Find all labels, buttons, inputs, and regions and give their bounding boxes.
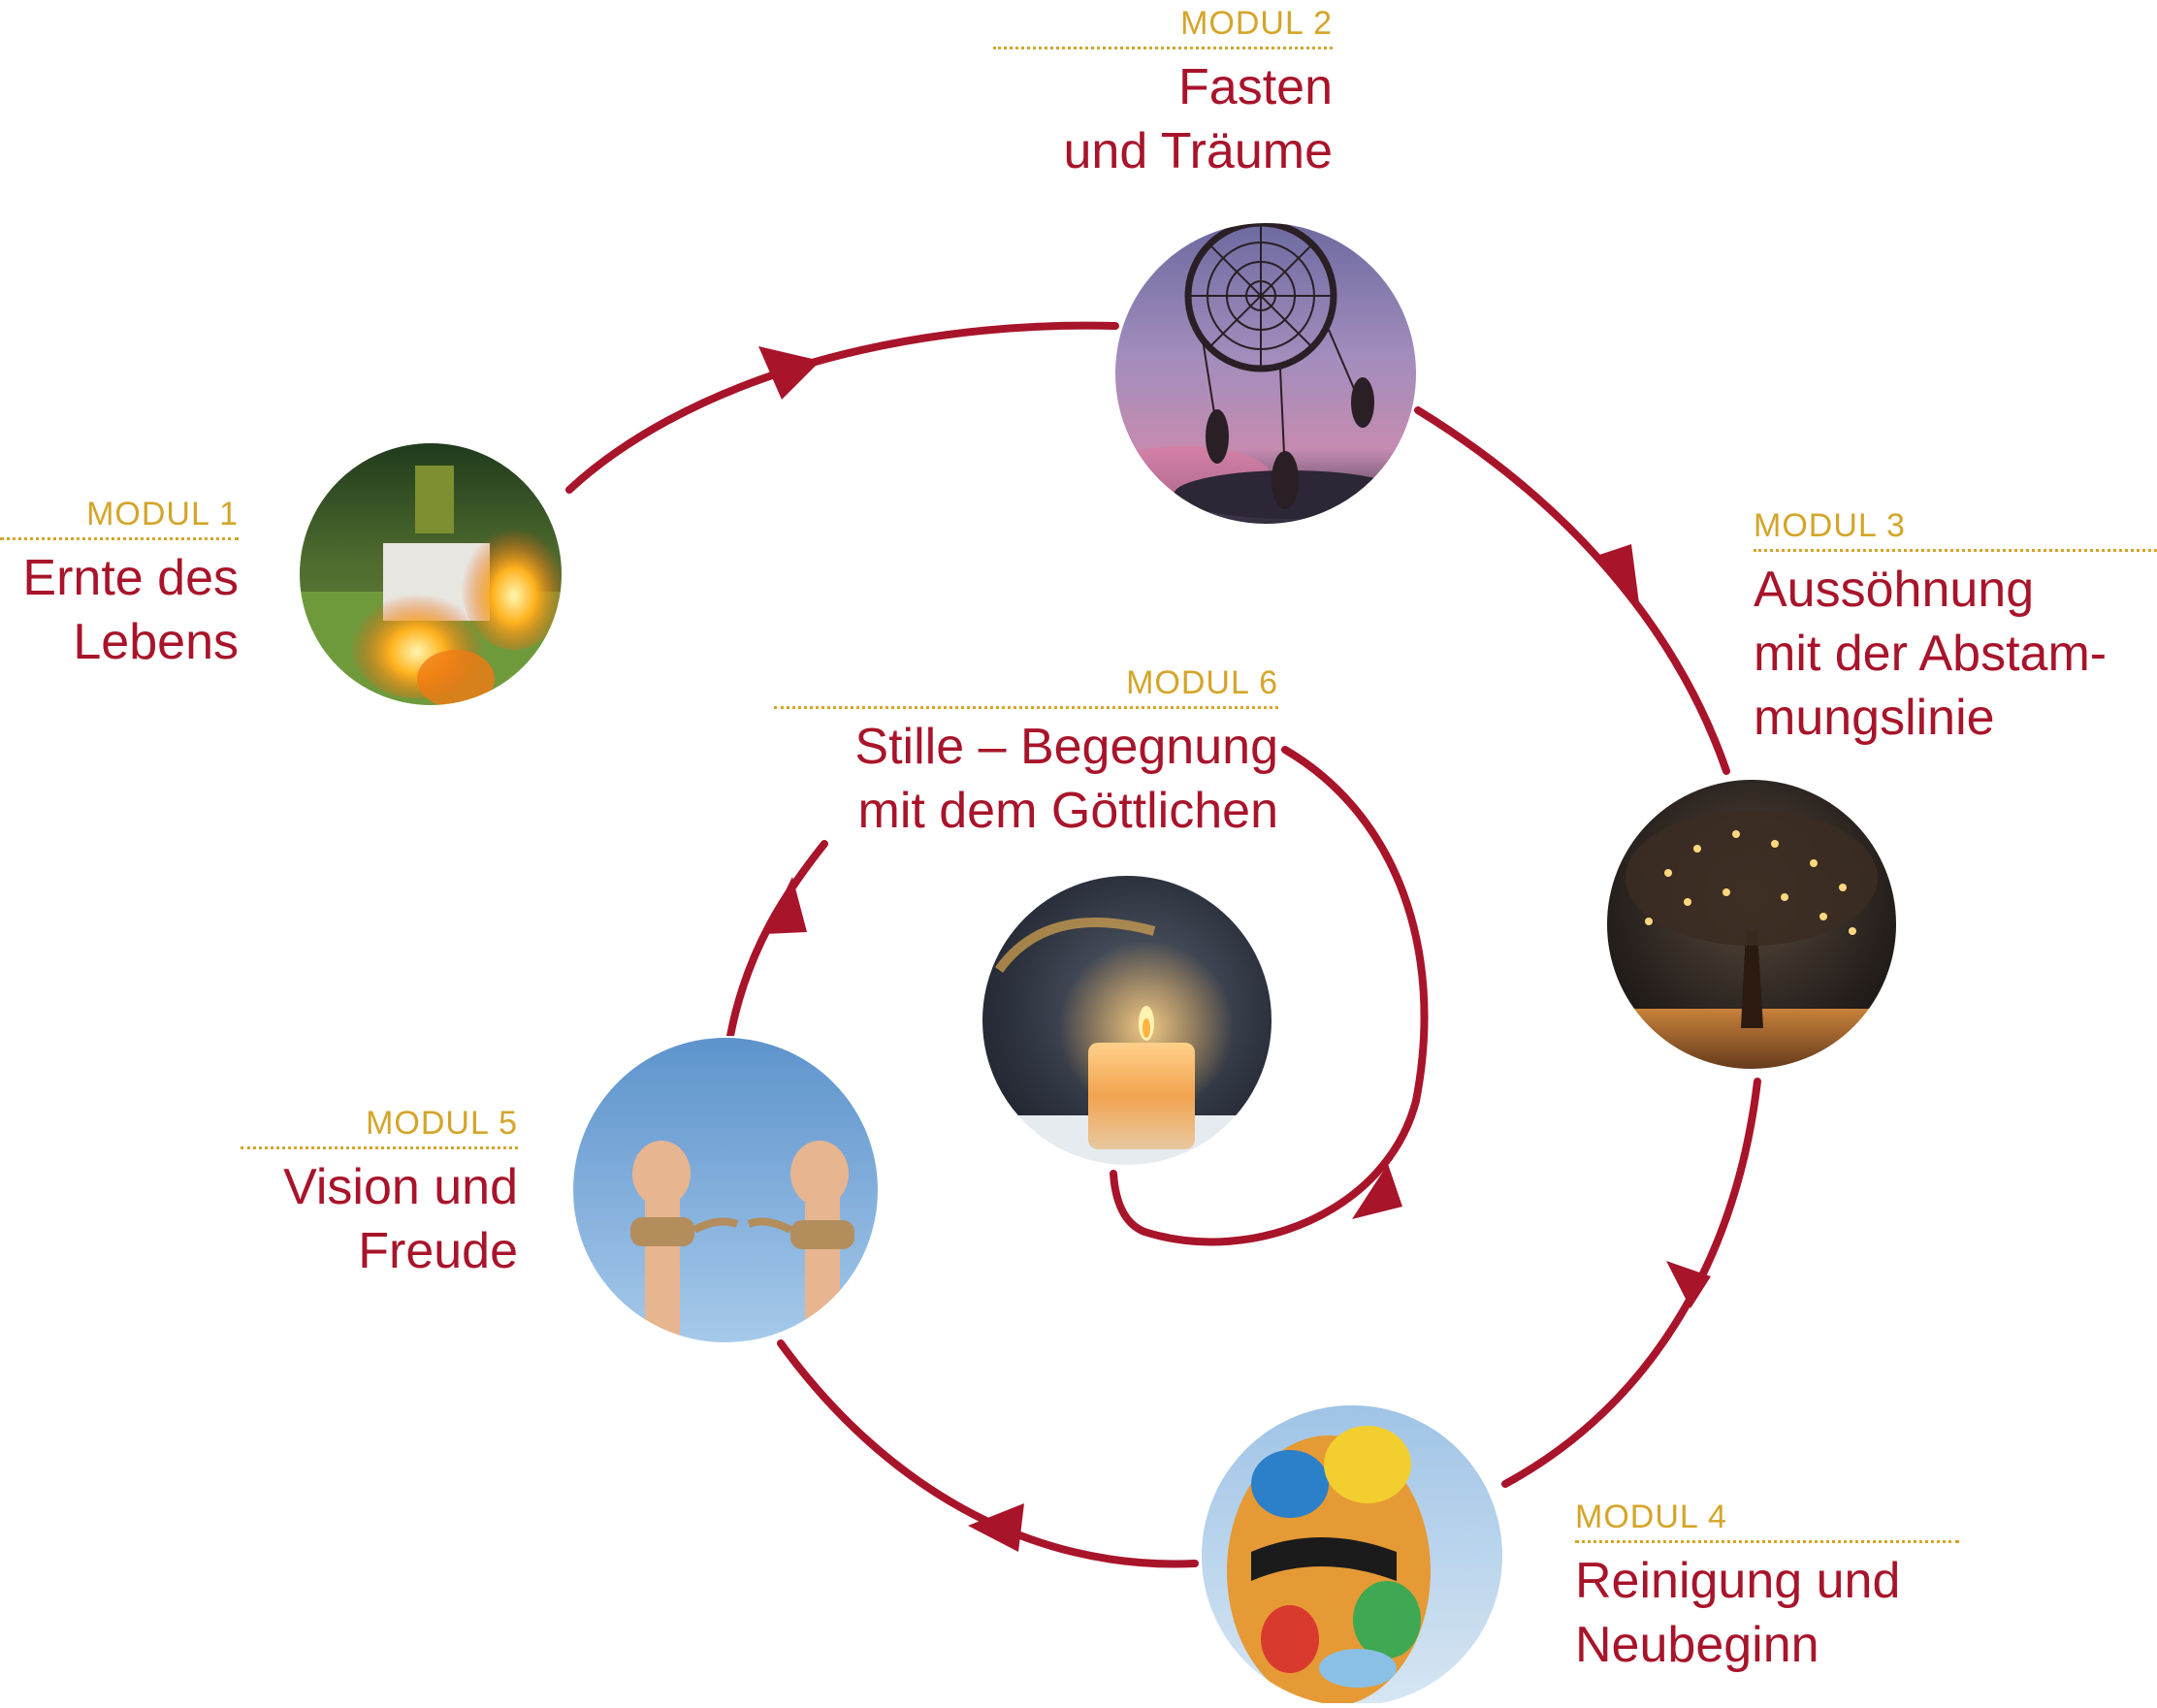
module-1-title-line-1: Ernte des (22, 550, 239, 606)
module-1-tag: MODUL 1 (0, 495, 239, 540)
module-4-label: MODUL 4 Reinigung und Neubeginn (1575, 1498, 1959, 1677)
module-6-title-line-1: Stille – Begegnung (854, 719, 1278, 775)
module-3-label: MODUL 3 Aussöhnung mit der Abstam- mungs… (1754, 506, 2157, 750)
module-4-title-line-1: Reinigung und (1575, 1553, 1901, 1609)
painted-mask-sculpture-photo (1201, 1404, 1503, 1707)
candle-in-snow-photo (982, 875, 1272, 1166)
illuminated-tree-photo (1606, 779, 1897, 1070)
arrow-path-5-to-6 (726, 840, 828, 1040)
module-2-title-line-1: Fasten (1178, 59, 1333, 115)
arrow-path-2-to-3 (1414, 406, 1730, 775)
module-6-label: MODUL 6 Stille – Begegnung mit dem Göttl… (774, 663, 1278, 843)
dreamcatcher-photo (1114, 222, 1417, 525)
module-1-label: MODUL 1 Ernte des Lebens (0, 495, 239, 674)
module-2-tag: MODUL 2 (993, 4, 1333, 49)
module-2-label: MODUL 2 Fasten und Träume (993, 4, 1333, 183)
arrow-path-6-inner (1110, 746, 1429, 1246)
module-1-title-line-2: Lebens (73, 614, 239, 670)
module-5-title-line-1: Vision und (283, 1159, 518, 1215)
arrow-path-1-to-2 (565, 321, 1119, 494)
module-6-title-line-2: mit dem Göttlichen (857, 783, 1279, 839)
arrowhead-1 (758, 346, 821, 400)
module-3-title-line-1: Aussöhnung (1754, 562, 2035, 618)
module-6-tag: MODUL 6 (774, 663, 1278, 709)
arrow-heads (758, 346, 1711, 1552)
arrowhead-2 (1594, 544, 1639, 603)
module-4-tag: MODUL 4 (1575, 1498, 1959, 1543)
arrow-path-3-to-4 (1501, 1078, 1761, 1488)
module-3-tag: MODUL 3 (1754, 506, 2157, 552)
module-5-label: MODUL 5 Vision und Freude (241, 1104, 518, 1283)
arrowhead-4 (968, 1503, 1024, 1552)
arrowhead-6 (1352, 1164, 1402, 1219)
broken-rope-hands-photo (572, 1037, 879, 1343)
module-4-title-line-2: Neubeginn (1575, 1617, 1819, 1673)
arrowhead-5 (764, 877, 807, 934)
module-2-title-line-2: und Träume (1063, 123, 1334, 179)
module-5-tag: MODUL 5 (241, 1104, 518, 1149)
module-3-title-line-2: mit der Abstam- (1754, 626, 2108, 682)
module-3-title-line-3: mungslinie (1754, 690, 1995, 746)
arrowhead-3 (1666, 1261, 1711, 1308)
arrow-path-4-to-5 (777, 1339, 1199, 1568)
module-5-title-line-2: Freude (358, 1223, 518, 1279)
